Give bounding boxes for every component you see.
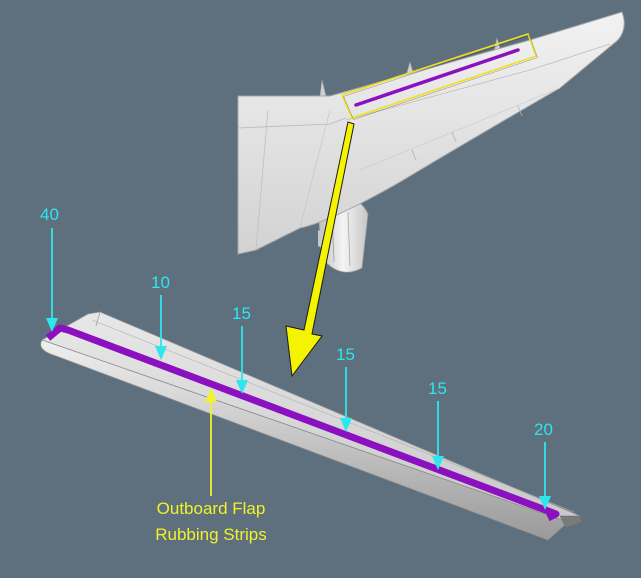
- dimension-label: 20: [534, 420, 553, 439]
- callout: Outboard Flap Rubbing Strips: [155, 388, 267, 544]
- dimension-marker: 15: [428, 379, 447, 470]
- dimension-marker: 20: [534, 420, 553, 510]
- flap-rubbing-strip: [45, 324, 560, 522]
- outboard-flap: [40, 311, 583, 541]
- callout-label-line1: Outboard Flap: [157, 499, 266, 518]
- aircraft-wing: [237, 11, 625, 273]
- flap-leading-edge: [40, 339, 569, 541]
- dimension-marker: 40: [40, 205, 59, 332]
- zoom-pointer-arrow: [285, 121, 355, 378]
- dimension-marker: 15: [336, 345, 355, 432]
- dimension-label: 15: [232, 304, 251, 323]
- wing-surface: [237, 11, 625, 255]
- dimension-label: 15: [336, 345, 355, 364]
- dimension-label: 15: [428, 379, 447, 398]
- dimension-label: 40: [40, 205, 59, 224]
- callout-arrowhead: [205, 388, 217, 402]
- highlight-box: [340, 32, 538, 119]
- dimension-label: 10: [151, 273, 170, 292]
- wing-rubbing-strip: [354, 48, 520, 107]
- dimension-marker: 15: [232, 304, 251, 394]
- flap-track-fairing: [319, 79, 327, 97]
- dimension-markers: 40 10 15 15 15: [40, 205, 553, 510]
- callout-label-line2: Rubbing Strips: [155, 525, 267, 544]
- dimension-marker: 10: [151, 273, 170, 360]
